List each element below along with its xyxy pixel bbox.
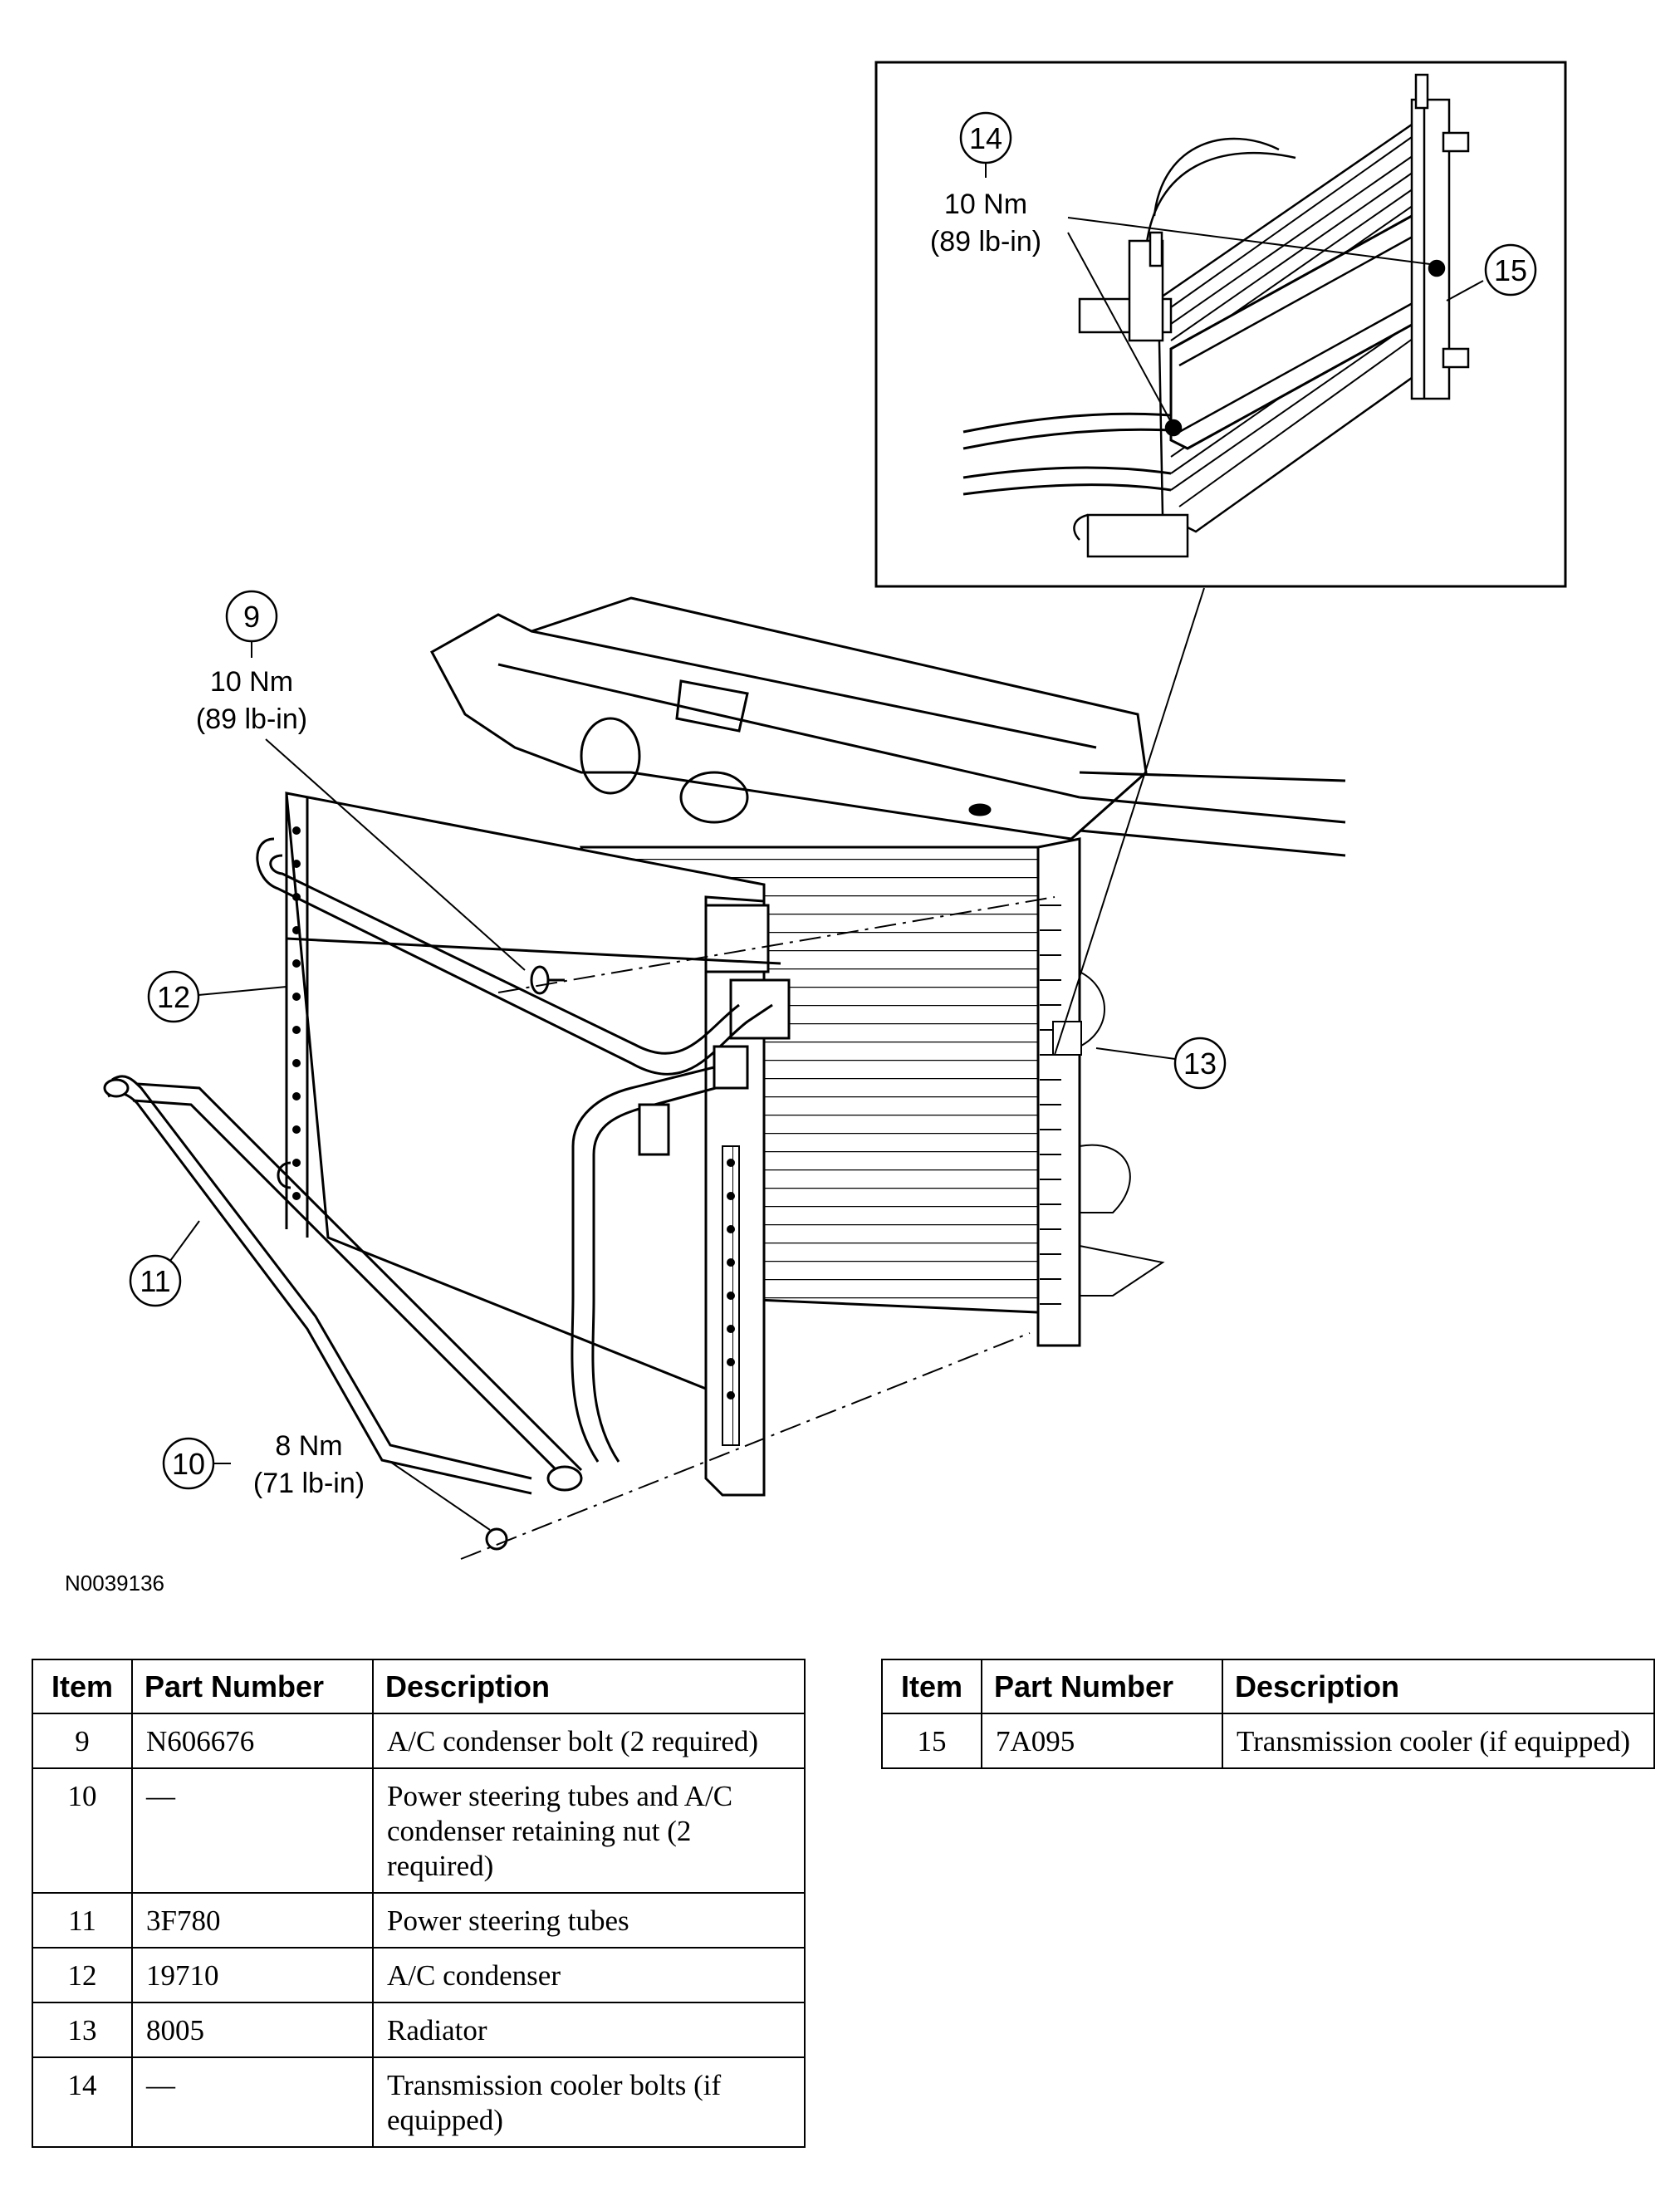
header-description: Description <box>372 1658 806 1715</box>
callout-13-number: 13 <box>1183 1047 1217 1081</box>
exploded-view-diagram: 9 10 Nm (89 lb-in) 10 8 Nm (71 lb-in) 11… <box>65 61 1567 1596</box>
table-header-row: Item Part Number Description <box>32 1658 806 1715</box>
cell-description: Power steering tubes and A/C condenser r… <box>372 1767 806 1895</box>
callout-14-torque-nm: 10 Nm <box>944 189 1027 220</box>
callout-11: 11 <box>129 1220 200 1307</box>
cell-item: 14 <box>32 2056 133 2149</box>
cell-part-number: — <box>131 2056 374 2149</box>
callout-14: 14 10 Nm (89 lb-in) <box>930 111 1041 257</box>
cell-part-number: — <box>131 1767 374 1895</box>
condenser-bolt <box>530 965 565 995</box>
callout-14-number: 14 <box>969 121 1002 155</box>
callout-14-torque-lbin: (89 lb-in) <box>930 226 1041 257</box>
inset-leader-line <box>1054 587 1205 1056</box>
callout-12: 12 <box>147 970 287 1023</box>
callout-9: 9 10 Nm (89 lb-in) <box>196 590 526 971</box>
parts-table-left: Item Part Number Description 9 N606676 A… <box>32 1658 806 2149</box>
table-row: 10 — Power steering tubes and A/C conden… <box>32 1767 806 1895</box>
cell-description: A/C condenser <box>372 1947 806 2004</box>
condenser-pipe <box>571 1045 749 1463</box>
cell-description: Power steering tubes <box>372 1892 806 1949</box>
cell-part-number: N606676 <box>131 1713 374 1770</box>
cell-item: 13 <box>32 2002 133 2059</box>
cell-part-number: 8005 <box>131 2002 374 2059</box>
cell-part-number: 7A095 <box>981 1713 1223 1770</box>
header-item: Item <box>32 1658 133 1715</box>
parts-table-right: Item Part Number Description 15 7A095 Tr… <box>881 1658 1655 1770</box>
alignment-lines <box>460 896 1056 1560</box>
cell-description: Radiator <box>372 2002 806 2059</box>
cell-part-number: 19710 <box>131 1947 374 2004</box>
figure-id: N0039136 <box>65 1571 164 1596</box>
callout-13: 13 <box>1095 1037 1227 1090</box>
transmission-cooler-detail-inset <box>874 61 1567 588</box>
cell-item: 12 <box>32 1947 133 2004</box>
table-row: 11 3F780 Power steering tubes <box>32 1892 806 1949</box>
table-header-row: Item Part Number Description <box>881 1658 1655 1715</box>
cell-description: A/C condenser bolt (2 required) <box>372 1713 806 1770</box>
cell-item: 15 <box>881 1713 982 1770</box>
cell-item: 11 <box>32 1892 133 1949</box>
cell-part-number: 3F780 <box>131 1892 374 1949</box>
callout-10-torque-lbin: (71 lb-in) <box>253 1468 365 1499</box>
callout-11-number: 11 <box>140 1264 170 1298</box>
header-item: Item <box>881 1658 982 1715</box>
radiator-support-frame <box>429 596 1346 857</box>
callout-10-torque-nm: 8 Nm <box>275 1430 342 1462</box>
cell-item: 10 <box>32 1767 133 1895</box>
power-steering-tubes <box>103 1075 583 1495</box>
header-description: Description <box>1222 1658 1655 1715</box>
callout-10: 10 8 Nm (71 lb-in) <box>162 1430 491 1531</box>
cell-description: Transmission cooler (if equipped) <box>1222 1713 1655 1770</box>
table-row: 9 N606676 A/C condenser bolt (2 required… <box>32 1713 806 1770</box>
cell-description: Transmission cooler bolts (if equipped) <box>372 2056 806 2149</box>
cell-item: 9 <box>32 1713 133 1770</box>
table-row: 13 8005 Radiator <box>32 2002 806 2059</box>
callout-9-number: 9 <box>243 600 260 634</box>
table-row: 15 7A095 Transmission cooler (if equippe… <box>881 1713 1655 1770</box>
callout-9-torque-nm: 10 Nm <box>210 666 293 698</box>
header-part-number: Part Number <box>131 1658 374 1715</box>
callout-15: 15 <box>1484 243 1537 297</box>
ac-condenser <box>256 792 791 1497</box>
callout-15-number: 15 <box>1494 253 1527 287</box>
table-row: 12 19710 A/C condenser <box>32 1947 806 2004</box>
callout-9-torque-lbin: (89 lb-in) <box>196 703 307 735</box>
callout-10-number: 10 <box>172 1447 205 1481</box>
callout-12-number: 12 <box>157 980 190 1014</box>
header-part-number: Part Number <box>981 1658 1223 1715</box>
retaining-nut <box>485 1527 508 1551</box>
table-row: 14 — Transmission cooler bolts (if equip… <box>32 2056 806 2149</box>
